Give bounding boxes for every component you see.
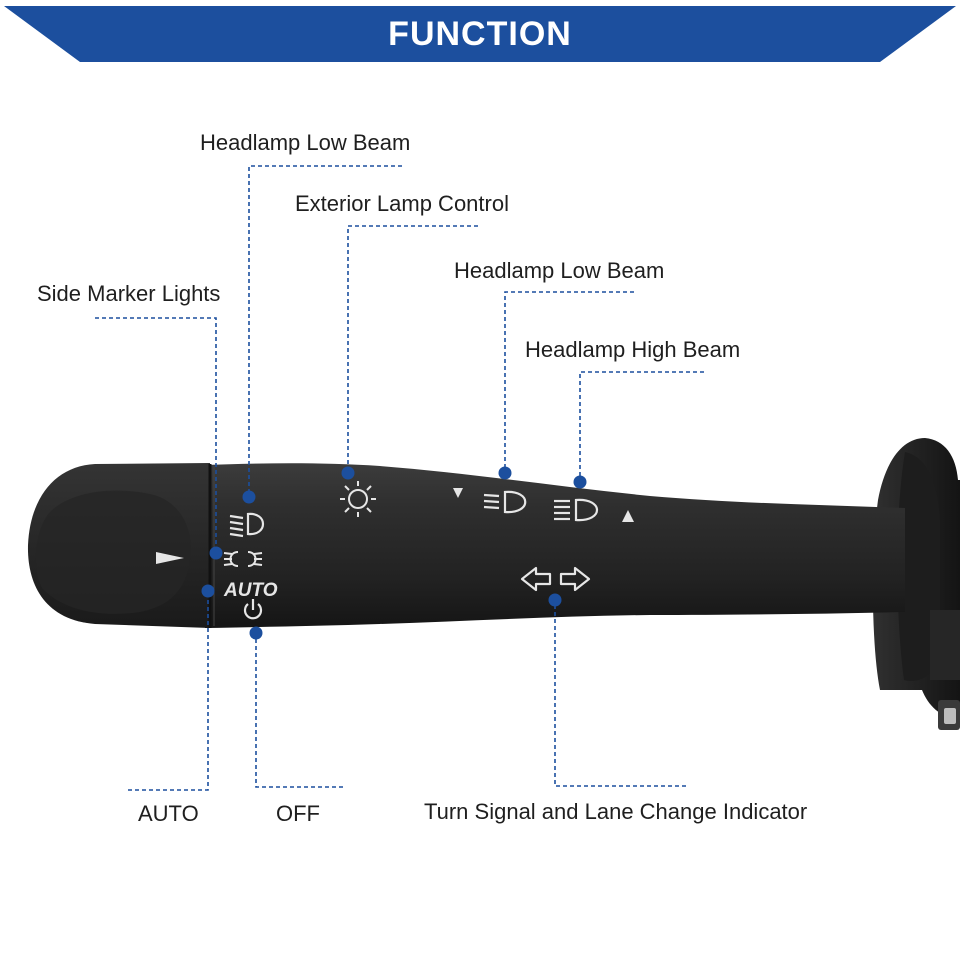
label-turn-signal: Turn Signal and Lane Change Indicator	[424, 799, 808, 824]
dot-exterior-lamp	[341, 466, 355, 480]
low-beam-icon-right	[483, 490, 527, 514]
high-beam-icon	[554, 498, 598, 522]
up-pointer-icon	[622, 510, 634, 522]
leader-off	[255, 633, 343, 788]
label-off: OFF	[276, 801, 320, 826]
dot-turn-signal	[548, 593, 562, 607]
turn-signal-icon	[520, 566, 591, 592]
leader-headlamp-low-right	[504, 291, 634, 473]
leader-side-marker	[95, 317, 217, 553]
page-title: FUNCTION	[388, 15, 572, 53]
label-headlamp-high-beam: Headlamp High Beam	[525, 337, 741, 362]
leader-exterior-lamp	[347, 225, 478, 473]
label-side-marker-lights: Side Marker Lights	[37, 281, 221, 306]
leader-turn-signal	[554, 600, 686, 787]
label-headlamp-low-beam-right: Headlamp Low Beam	[454, 258, 665, 283]
lever-body	[205, 463, 905, 628]
leader-auto	[128, 591, 209, 791]
cap-pointer-icon	[156, 552, 184, 564]
callout-dots	[201, 466, 587, 640]
leader-headlamp-low-top	[248, 165, 402, 497]
header-banner: FUNCTION	[0, 0, 960, 70]
down-pointer-icon	[453, 488, 463, 498]
dot-headlamp-low-right	[498, 466, 512, 480]
banner-shape	[4, 6, 956, 62]
dot-off	[249, 626, 263, 640]
label-exterior-lamp-control: Exterior Lamp Control	[295, 191, 509, 216]
label-auto: AUTO	[138, 801, 199, 826]
exterior-lamp-icon	[340, 481, 376, 517]
power-icon	[243, 599, 263, 620]
leader-headlamp-high	[579, 371, 704, 482]
low-beam-icon	[229, 512, 264, 538]
lever-auto-label: AUTO	[223, 580, 278, 601]
dot-headlamp-low-top	[242, 490, 256, 504]
dot-headlamp-high	[573, 475, 587, 489]
side-marker-icon	[223, 551, 263, 567]
label-headlamp-low-beam-top: Headlamp Low Beam	[200, 130, 411, 155]
dot-side-marker	[209, 546, 223, 560]
leader-lines	[95, 165, 704, 791]
dot-auto	[201, 584, 215, 598]
